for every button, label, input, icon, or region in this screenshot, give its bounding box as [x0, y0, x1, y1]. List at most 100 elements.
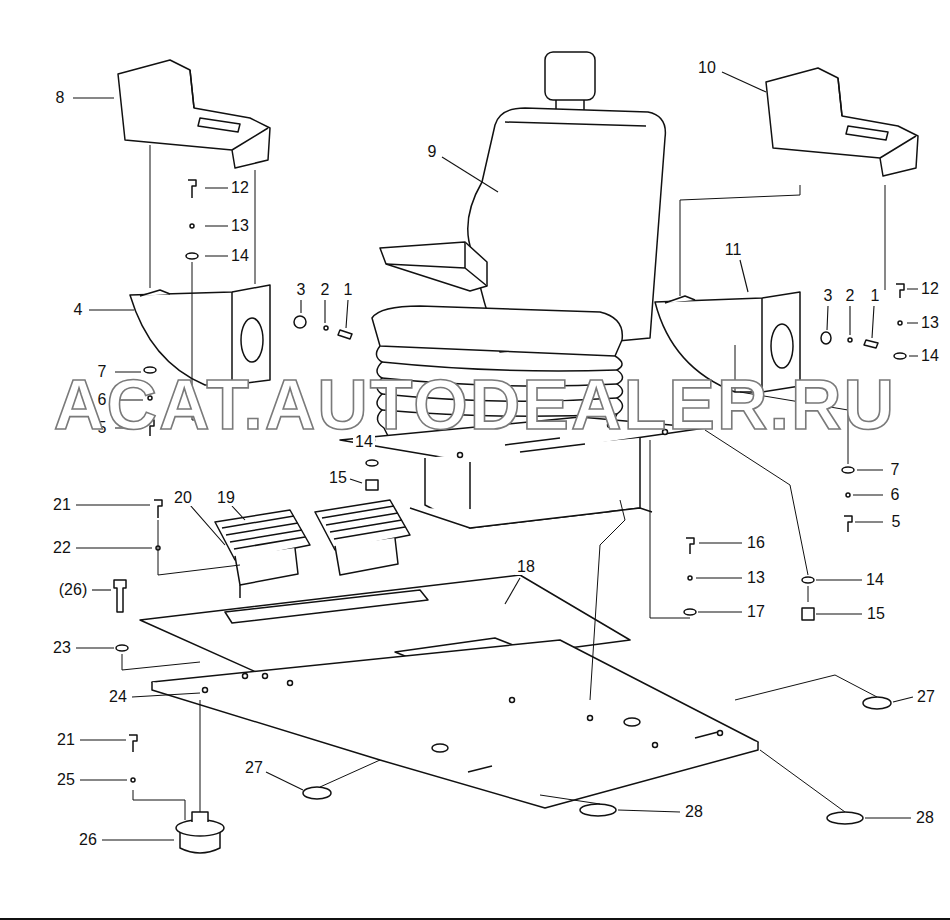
floor-plate-part — [624, 718, 640, 726]
callout-number: 16 — [745, 535, 767, 551]
fastener-part — [294, 316, 306, 328]
fastener-part — [114, 580, 126, 612]
fastener-part — [366, 460, 378, 466]
grommet-part — [303, 787, 331, 799]
fastener-part — [129, 735, 137, 752]
fastener-part — [188, 180, 196, 198]
floor-plate-part — [432, 744, 448, 752]
leader-line-part — [73, 97, 114, 98]
callout-number: 3 — [295, 282, 308, 298]
foot-pedal — [315, 500, 410, 575]
leader-line-part — [740, 260, 748, 292]
leader-line-part — [92, 589, 111, 590]
foot-pedal-part — [222, 516, 305, 549]
side-box-part — [665, 296, 695, 303]
seat-part — [545, 52, 595, 100]
rubber-mount-part — [192, 812, 208, 822]
armrest-console-part — [846, 126, 888, 140]
seat-part — [386, 242, 487, 286]
fastener-part — [186, 253, 198, 259]
floor-plate-part — [588, 716, 593, 721]
callout-number: 24 — [107, 689, 129, 705]
callout-number: 17 — [745, 604, 767, 620]
armrest-console-part — [766, 68, 918, 176]
callout-number: 28 — [683, 804, 705, 820]
fastener-part — [116, 645, 128, 651]
floor-plate-part — [243, 674, 248, 679]
armrest-console-part — [198, 118, 240, 132]
fastener — [114, 180, 906, 782]
leader-line-part — [89, 309, 134, 310]
assembly-line-part — [200, 700, 201, 812]
grommet-part — [580, 804, 616, 816]
fastener-part — [154, 500, 162, 518]
callout-number: 13 — [745, 570, 767, 586]
floor-plate-part — [718, 731, 723, 736]
seat-part — [410, 508, 652, 528]
grommet-part — [827, 812, 863, 824]
fastener-part — [366, 480, 378, 490]
assembly-line — [122, 145, 885, 820]
fastener-part — [898, 321, 902, 325]
callout-number: 14 — [919, 348, 941, 364]
callout-number: 12 — [919, 281, 941, 297]
floor-mat-part — [225, 590, 428, 623]
callout-number: 21 — [55, 732, 77, 748]
seat-part — [505, 122, 646, 126]
callout-number: 27 — [915, 689, 937, 705]
callout-number: 13 — [229, 218, 251, 234]
leader-line-part — [907, 289, 918, 356]
assembly-line-part — [158, 520, 240, 575]
callout-number: 15 — [865, 606, 887, 622]
side-box-part — [771, 324, 793, 368]
callout-number: 10 — [696, 60, 718, 76]
leader-line-part — [301, 300, 348, 328]
armrest-console-part — [838, 78, 916, 158]
callout-number: 14 — [229, 248, 251, 264]
leader-line-part — [696, 543, 742, 612]
leader-line-part — [722, 72, 766, 92]
seat-part — [372, 306, 622, 356]
assembly-line-part — [133, 790, 185, 820]
leader-line-part — [205, 188, 228, 256]
callout-number: 20 — [172, 490, 194, 506]
fastener-part — [846, 493, 850, 497]
leader-line-part — [132, 693, 200, 697]
leader-line-part — [442, 157, 498, 192]
grommet-part — [863, 697, 891, 709]
callout-number: 27 — [243, 760, 265, 776]
assembly-line-part — [320, 675, 877, 812]
floor-plate-part — [468, 732, 718, 772]
callout-number: 26 — [77, 832, 99, 848]
floor-plate-part — [263, 674, 268, 679]
callout-number: 11 — [723, 242, 744, 258]
floor-plate-part — [288, 681, 293, 686]
leader-line-part — [505, 578, 520, 604]
callout-number: 2 — [844, 288, 857, 304]
assembly-line-part — [122, 654, 200, 670]
foot-pedal-part — [335, 538, 398, 575]
callout-number: 25 — [55, 772, 77, 788]
floor-plate-part — [653, 743, 658, 748]
fastener-part — [802, 608, 814, 620]
foot-pedal-part — [322, 506, 405, 539]
assembly-line-part — [650, 440, 690, 618]
callout-number: 5 — [890, 514, 903, 530]
callout-number: 1 — [869, 288, 882, 304]
seat-part — [458, 453, 463, 458]
assembly-line-part — [150, 145, 255, 288]
callout-number: 8 — [54, 90, 67, 106]
callout-number: 21 — [51, 497, 73, 513]
foot-pedal — [215, 510, 310, 598]
fastener-part — [848, 338, 852, 342]
floor-plate-part — [152, 682, 758, 808]
fastener-part — [844, 516, 852, 532]
fastener-part — [131, 778, 135, 782]
rubber-mount — [176, 812, 224, 853]
fastener-part — [688, 576, 692, 580]
fastener-part — [802, 577, 814, 583]
leader-line-part — [76, 647, 114, 648]
callout-number: 28 — [914, 810, 936, 826]
